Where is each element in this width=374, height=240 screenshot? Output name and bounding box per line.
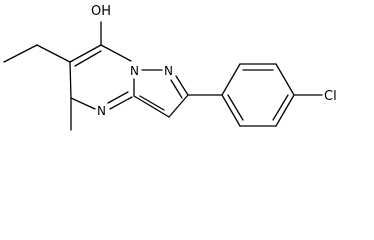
chlorophenyl-ring [221, 63, 295, 127]
hydroxyl-label: OH [91, 4, 111, 19]
molecule-structure: OH N N N Cl [3, 4, 337, 131]
chlorine-label: Cl [324, 89, 337, 104]
ethyl-group [3, 44, 71, 63]
pyrazole-ring [133, 69, 189, 118]
pyrazole-nitrogen-label: N [164, 64, 173, 78]
pyrimidine-ring [69, 44, 135, 110]
pyrimidine-nitrogen-label: N [97, 104, 106, 118]
bridge-nitrogen-label: N [130, 64, 139, 78]
